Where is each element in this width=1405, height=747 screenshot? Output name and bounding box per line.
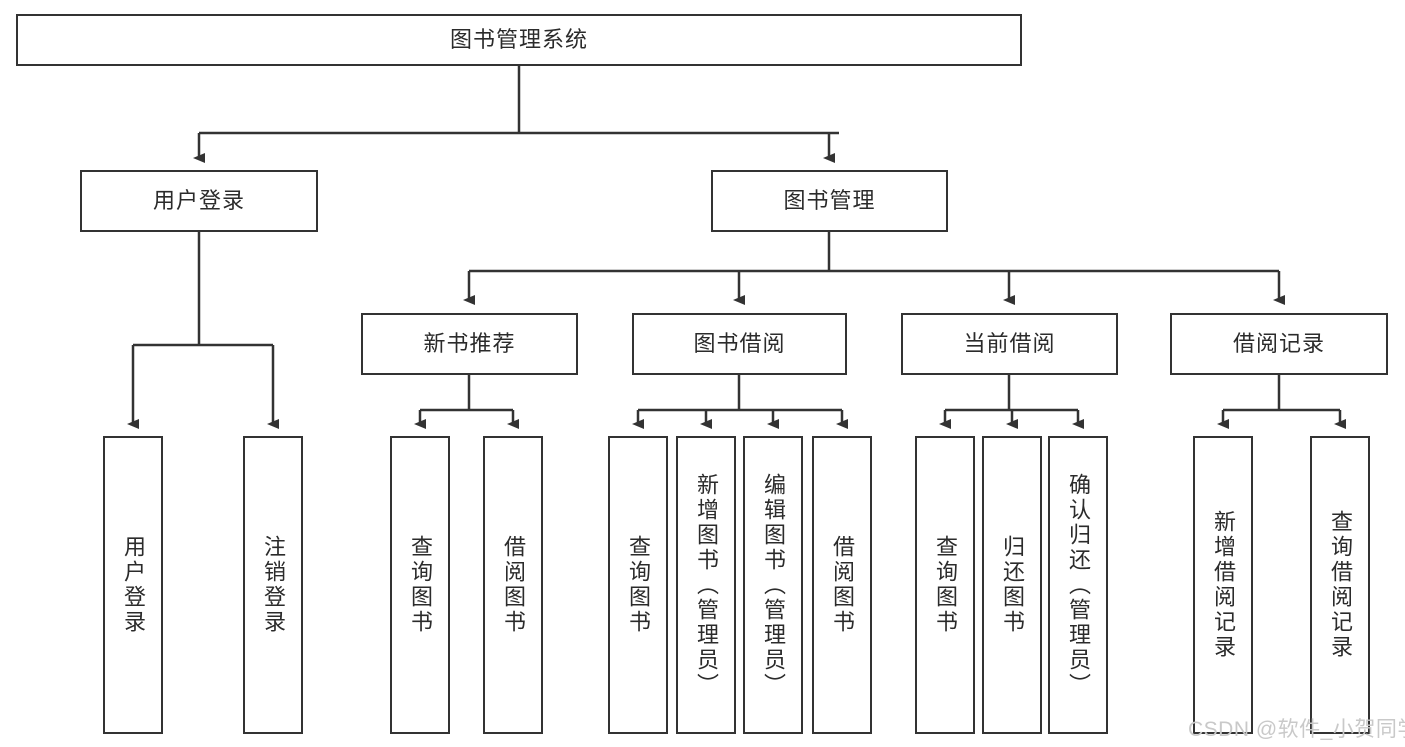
leaf-borrow-book-recommend[interactable]: 借阅图书 [483,436,543,734]
node-book-borrow[interactable]: 图书借阅 [632,313,847,375]
leaf-query-book-current[interactable]: 查询图书 [915,436,975,734]
node-label: 借阅记录 [1232,331,1325,357]
node-current-borrow[interactable]: 当前借阅 [901,313,1118,375]
node-label: 确认归还（管理员） [1065,472,1091,698]
node-label: 新书推荐 [423,331,516,357]
node-label: 借阅图书 [500,535,526,635]
node-label: 注销登录 [260,535,286,635]
node-root-book-management-system[interactable]: 图书管理系统 [16,14,1022,66]
node-label: 查询图书 [625,535,651,635]
node-label: 当前借阅 [963,331,1056,357]
leaf-add-book-admin[interactable]: 新增图书（管理员） [676,436,736,734]
node-label: 用户登录 [120,535,146,635]
node-label: 用户登录 [152,188,245,214]
leaf-query-book-recommend[interactable]: 查询图书 [390,436,450,734]
node-label: 查询借阅记录 [1327,510,1353,660]
leaf-confirm-return-admin[interactable]: 确认归还（管理员） [1048,436,1108,734]
leaf-user-logout[interactable]: 注销登录 [243,436,303,734]
leaf-add-borrow-record[interactable]: 新增借阅记录 [1193,436,1253,734]
node-borrow-record[interactable]: 借阅记录 [1170,313,1388,375]
node-label: 图书管理 [783,188,876,214]
node-label: 图书借阅 [693,331,786,357]
leaf-user-login[interactable]: 用户登录 [103,436,163,734]
leaf-return-book[interactable]: 归还图书 [982,436,1042,734]
watermark-text: CSDN @软件_小贺同学 [1188,718,1405,741]
node-label: 编辑图书（管理员） [760,472,786,698]
node-label: 查询图书 [932,535,958,635]
node-label: 新增图书（管理员） [693,472,719,698]
node-label: 借阅图书 [829,535,855,635]
leaf-query-borrow-record[interactable]: 查询借阅记录 [1310,436,1370,734]
node-label: 新增借阅记录 [1210,510,1236,660]
node-book-management[interactable]: 图书管理 [711,170,948,232]
node-label: 图书管理系统 [449,27,588,53]
leaf-edit-book-admin[interactable]: 编辑图书（管理员） [743,436,803,734]
leaf-borrow-book[interactable]: 借阅图书 [812,436,872,734]
node-user-login[interactable]: 用户登录 [80,170,318,232]
node-label: 归还图书 [999,535,1025,635]
node-label: 查询图书 [407,535,433,635]
node-new-book-recommend[interactable]: 新书推荐 [361,313,578,375]
leaf-query-book-borrow[interactable]: 查询图书 [608,436,668,734]
